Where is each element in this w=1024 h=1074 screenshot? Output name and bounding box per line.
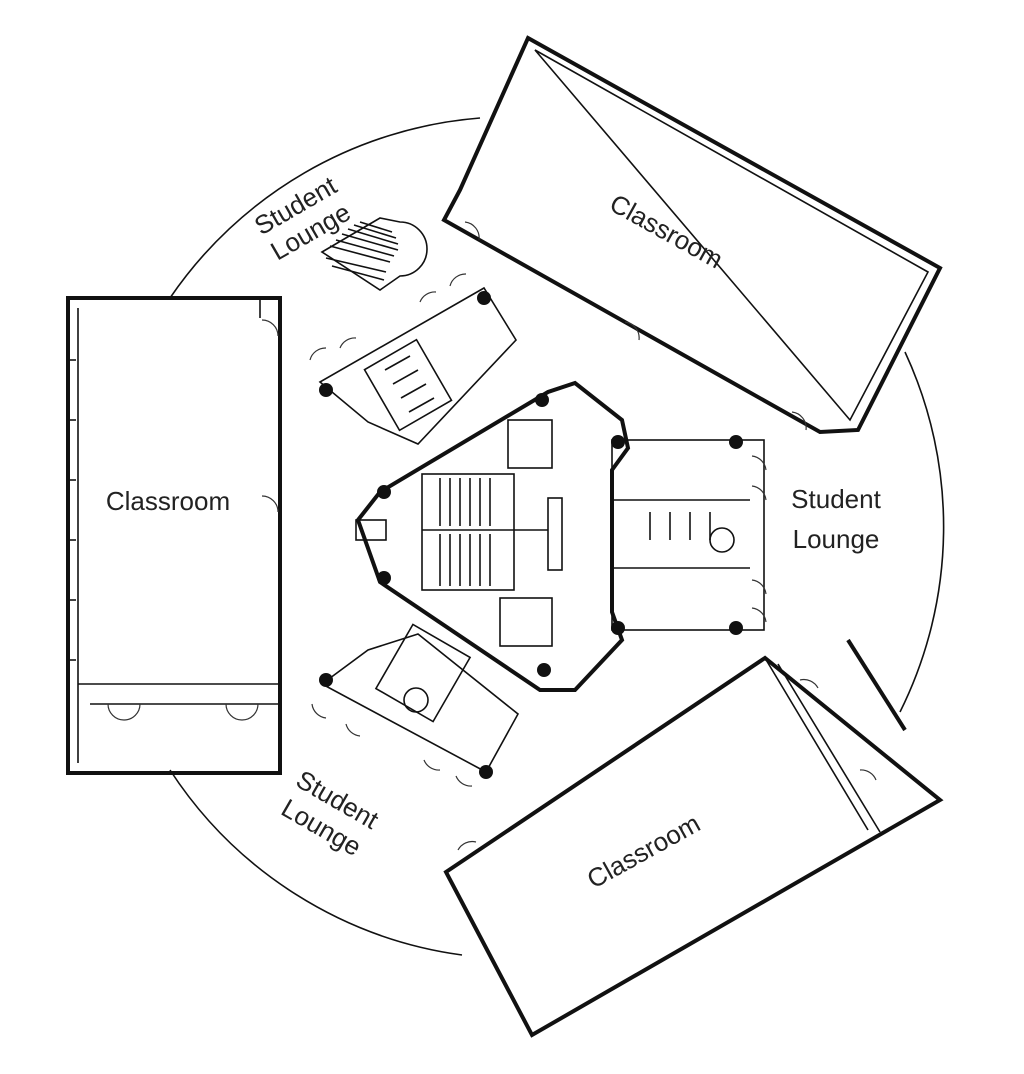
lounge-right-line2: Lounge [793,524,880,554]
classroom-top [441,35,943,435]
columns [319,291,743,779]
classroom-bottom [443,638,944,1038]
room-labels: Classroom Classroom Classroom Student Lo… [106,170,882,895]
wing-right [611,439,767,631]
classroom-left [66,296,282,775]
lounge-bottom: Student Lounge [276,764,384,862]
lounge-top: Student Lounge [249,170,355,266]
floor-outline [169,117,945,956]
wing-upper-left [309,273,518,445]
wing-lower-left [311,623,520,787]
central-core [355,380,631,692]
classroom-top-label: Classroom [605,188,728,274]
classroom-left-label: Classroom [106,486,230,516]
spiral-stair [320,217,428,291]
classroom-bottom-label: Classroom [582,808,705,894]
lounge-right: Student Lounge [791,484,881,554]
lounge-right-line1: Student [791,484,881,514]
